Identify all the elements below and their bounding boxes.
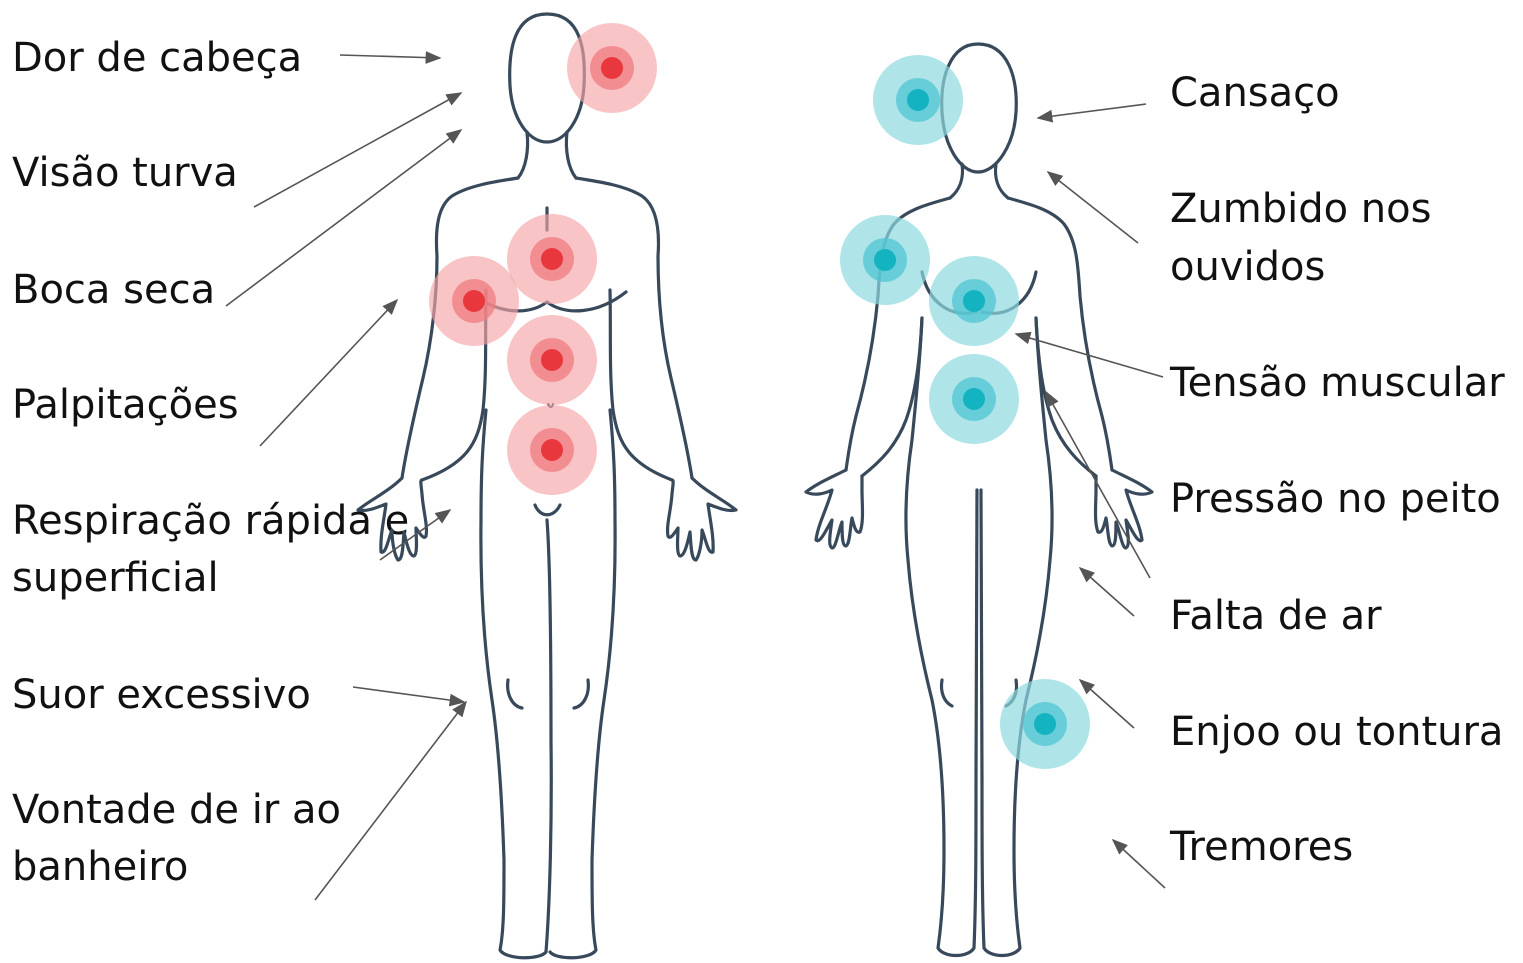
- arrow-tremores: [1113, 840, 1165, 888]
- arrow-cansaco: [1038, 104, 1146, 118]
- arrow-dor-de-cabeca: [340, 55, 440, 58]
- marker-chest-teal: [929, 256, 1019, 346]
- arrow-falta-de-ar: [1080, 568, 1134, 616]
- arrow-pressao: [1046, 392, 1150, 578]
- marker-shoulder-red: [429, 256, 519, 346]
- arrow-palpitacoes: [260, 300, 397, 446]
- female-body-outline: [806, 44, 1152, 956]
- arrow-suor-excessivo: [353, 687, 464, 702]
- marker-head-red: [567, 23, 657, 113]
- arrow-visao-turva: [254, 93, 461, 207]
- arrow-vontade: [315, 702, 466, 900]
- marker-chest-red: [507, 214, 597, 304]
- arrow-zumbido: [1048, 172, 1138, 243]
- marker-abdomen-red: [507, 405, 597, 495]
- marker-stomach-teal: [929, 354, 1019, 444]
- marker-shoulder-teal: [840, 215, 930, 305]
- marker-head-teal: [873, 55, 963, 145]
- arrow-boca-seca: [226, 130, 461, 306]
- marker-stomach-red: [507, 315, 597, 405]
- marker-knee-teal: [1000, 679, 1090, 769]
